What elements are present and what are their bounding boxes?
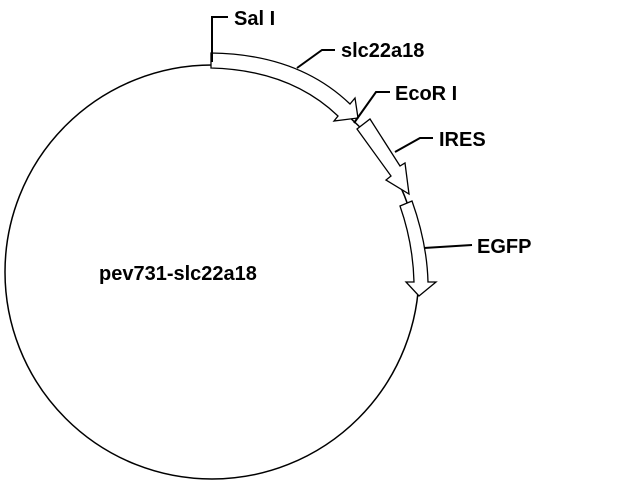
ecor1-label: EcoR I <box>395 83 457 105</box>
egfp-label: EGFP <box>477 236 531 258</box>
egfp-leader-line <box>423 244 473 249</box>
plasmid-name: pev731-slc22a18 <box>99 263 257 285</box>
sal1-leader-line <box>211 16 228 62</box>
ires-arrow <box>356 118 410 196</box>
ires-leader-line <box>394 137 433 153</box>
sal1-label: Sal I <box>234 8 275 30</box>
slc22a18-label: slc22a18 <box>341 40 424 62</box>
slc22a18-arrow <box>210 52 359 122</box>
egfp-arrow <box>399 200 438 297</box>
slc22a18-leader-line <box>296 49 335 69</box>
ires-label: IRES <box>439 129 486 151</box>
ecor1-leader-line <box>353 91 390 124</box>
